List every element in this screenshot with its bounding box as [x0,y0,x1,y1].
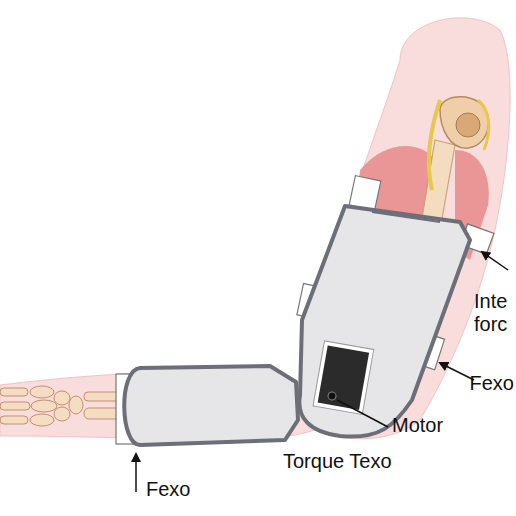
force-label: Fexo [470,372,514,395]
part-label: Motor [392,414,443,437]
torque-label: Torque Texo [283,450,392,473]
force-label: Fexo [146,478,190,501]
force-label: Inte forc [474,290,514,336]
